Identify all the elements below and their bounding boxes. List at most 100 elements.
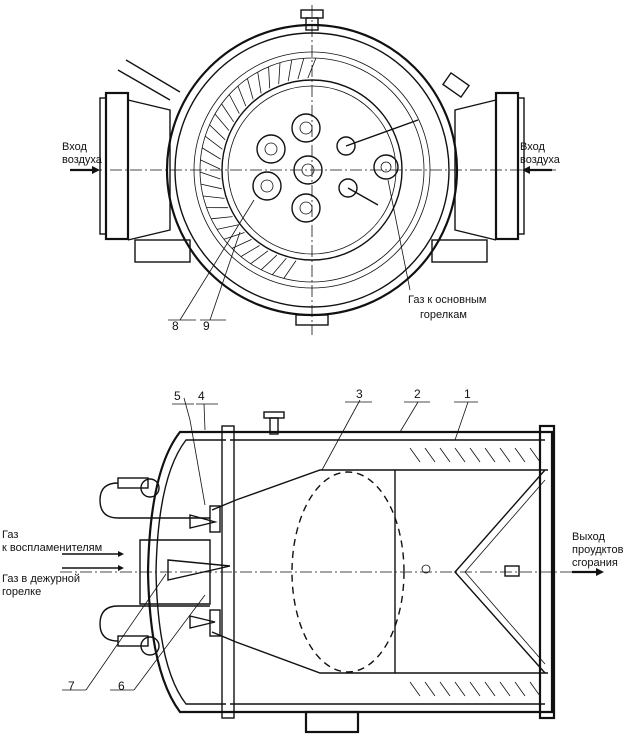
exit-cone bbox=[454, 469, 546, 674]
liner-cone bbox=[211, 499, 237, 643]
flame-tube-front bbox=[235, 469, 396, 674]
fin bbox=[439, 681, 451, 697]
vane bbox=[271, 258, 287, 275]
fin bbox=[454, 447, 466, 463]
air-arrow-left-head bbox=[92, 166, 100, 174]
observation-port bbox=[421, 564, 431, 574]
callout-5: 5 bbox=[174, 389, 181, 403]
vane bbox=[283, 260, 297, 279]
air-inlet-right-line2: воздуха bbox=[520, 154, 561, 166]
fin bbox=[484, 681, 496, 697]
shell-inner-wall bbox=[230, 439, 545, 705]
left-air-inlet bbox=[99, 91, 171, 241]
vane bbox=[211, 216, 233, 220]
bottom-support bbox=[304, 710, 360, 734]
main-burner-nozzles bbox=[336, 119, 419, 206]
vane bbox=[268, 66, 271, 89]
vane bbox=[203, 195, 225, 199]
leader-4 bbox=[203, 403, 206, 431]
leader-8 bbox=[179, 199, 255, 321]
gas-main-line1: Газ к основным bbox=[408, 294, 487, 306]
vane bbox=[257, 72, 262, 94]
vane bbox=[237, 85, 247, 107]
vane bbox=[200, 183, 222, 190]
cooling-fins bbox=[409, 447, 541, 697]
vane bbox=[200, 159, 221, 170]
gas-main-line2: горелкам bbox=[420, 309, 467, 321]
leader-9 bbox=[209, 231, 241, 321]
callout-7: 7 bbox=[68, 679, 75, 693]
vane bbox=[260, 254, 278, 271]
fin bbox=[454, 681, 466, 697]
vane bbox=[221, 103, 234, 123]
right-air-inlet bbox=[454, 91, 525, 241]
exhaust-arrow-head bbox=[596, 568, 604, 576]
burner-assembly bbox=[99, 477, 231, 656]
bottom-flange bbox=[295, 314, 329, 326]
air-inlet-left-line1: Вход bbox=[62, 141, 87, 153]
vane bbox=[228, 94, 240, 114]
fin bbox=[469, 447, 481, 463]
fin bbox=[529, 447, 541, 463]
callout-4: 4 bbox=[198, 389, 205, 403]
fin bbox=[469, 681, 481, 697]
leader-1 bbox=[454, 401, 469, 441]
igniter-pipe bbox=[117, 59, 181, 101]
right-support-foot bbox=[431, 239, 488, 263]
air-inlet-right-line1: Вход bbox=[520, 141, 545, 153]
pilot-burners-left bbox=[252, 113, 323, 223]
exhaust-line3: сгорания bbox=[572, 557, 618, 569]
side-view: 5 4 3 2 1 7 6 Газ к воспламенителям Газ … bbox=[2, 387, 624, 734]
fin bbox=[484, 447, 496, 463]
callout-3: 3 bbox=[356, 387, 363, 401]
gas-igniter-arrow-head bbox=[118, 551, 124, 557]
vane bbox=[209, 124, 226, 140]
callout-9: 9 bbox=[203, 319, 210, 333]
side-lug bbox=[441, 71, 471, 99]
top-port-flange bbox=[263, 411, 285, 419]
leader-6 bbox=[133, 594, 206, 691]
fin bbox=[529, 681, 541, 697]
fin bbox=[499, 447, 511, 463]
left-support-foot bbox=[134, 239, 191, 263]
flame-tube-rear bbox=[395, 469, 548, 674]
gas-igniter-line2: к воспламенителям bbox=[2, 542, 102, 554]
vane bbox=[199, 171, 221, 180]
fin bbox=[409, 447, 421, 463]
leader-3 bbox=[321, 399, 361, 471]
callout-8: 8 bbox=[172, 319, 179, 333]
gas-igniter-line1: Газ bbox=[2, 529, 18, 541]
fin bbox=[409, 681, 421, 697]
vane bbox=[247, 78, 254, 100]
gas-pilot-line2: горелке bbox=[2, 586, 41, 598]
vane bbox=[214, 113, 230, 131]
vane bbox=[287, 59, 293, 82]
thermocouple bbox=[504, 565, 520, 577]
vane bbox=[240, 245, 260, 257]
vane bbox=[223, 232, 245, 240]
leader-5 bbox=[189, 419, 206, 506]
top-port bbox=[269, 417, 279, 435]
callout-6: 6 bbox=[118, 679, 125, 693]
fin bbox=[424, 447, 436, 463]
callout-1: 1 bbox=[464, 387, 471, 401]
gas-pilot-line1: Газ в дежурной bbox=[2, 573, 80, 585]
vane bbox=[201, 147, 221, 160]
vane bbox=[204, 135, 223, 150]
leader-gas-main bbox=[387, 179, 411, 291]
vane bbox=[297, 58, 305, 80]
top-view: Вход воздуха Вход воздуха Газ к основным… bbox=[62, 5, 561, 335]
exhaust-line1: Выход bbox=[572, 531, 605, 543]
fin bbox=[439, 447, 451, 463]
vane bbox=[278, 62, 281, 85]
vane bbox=[250, 250, 269, 265]
gas-pilot-arrow-head bbox=[118, 565, 124, 571]
fin bbox=[424, 681, 436, 697]
exhaust-line2: проудктов bbox=[572, 544, 624, 556]
fin bbox=[514, 681, 526, 697]
air-inlet-left-line2: воздуха bbox=[62, 154, 103, 166]
air-arrow-right-head bbox=[522, 166, 530, 174]
swirler-vanes bbox=[199, 57, 317, 279]
fin bbox=[499, 681, 511, 697]
